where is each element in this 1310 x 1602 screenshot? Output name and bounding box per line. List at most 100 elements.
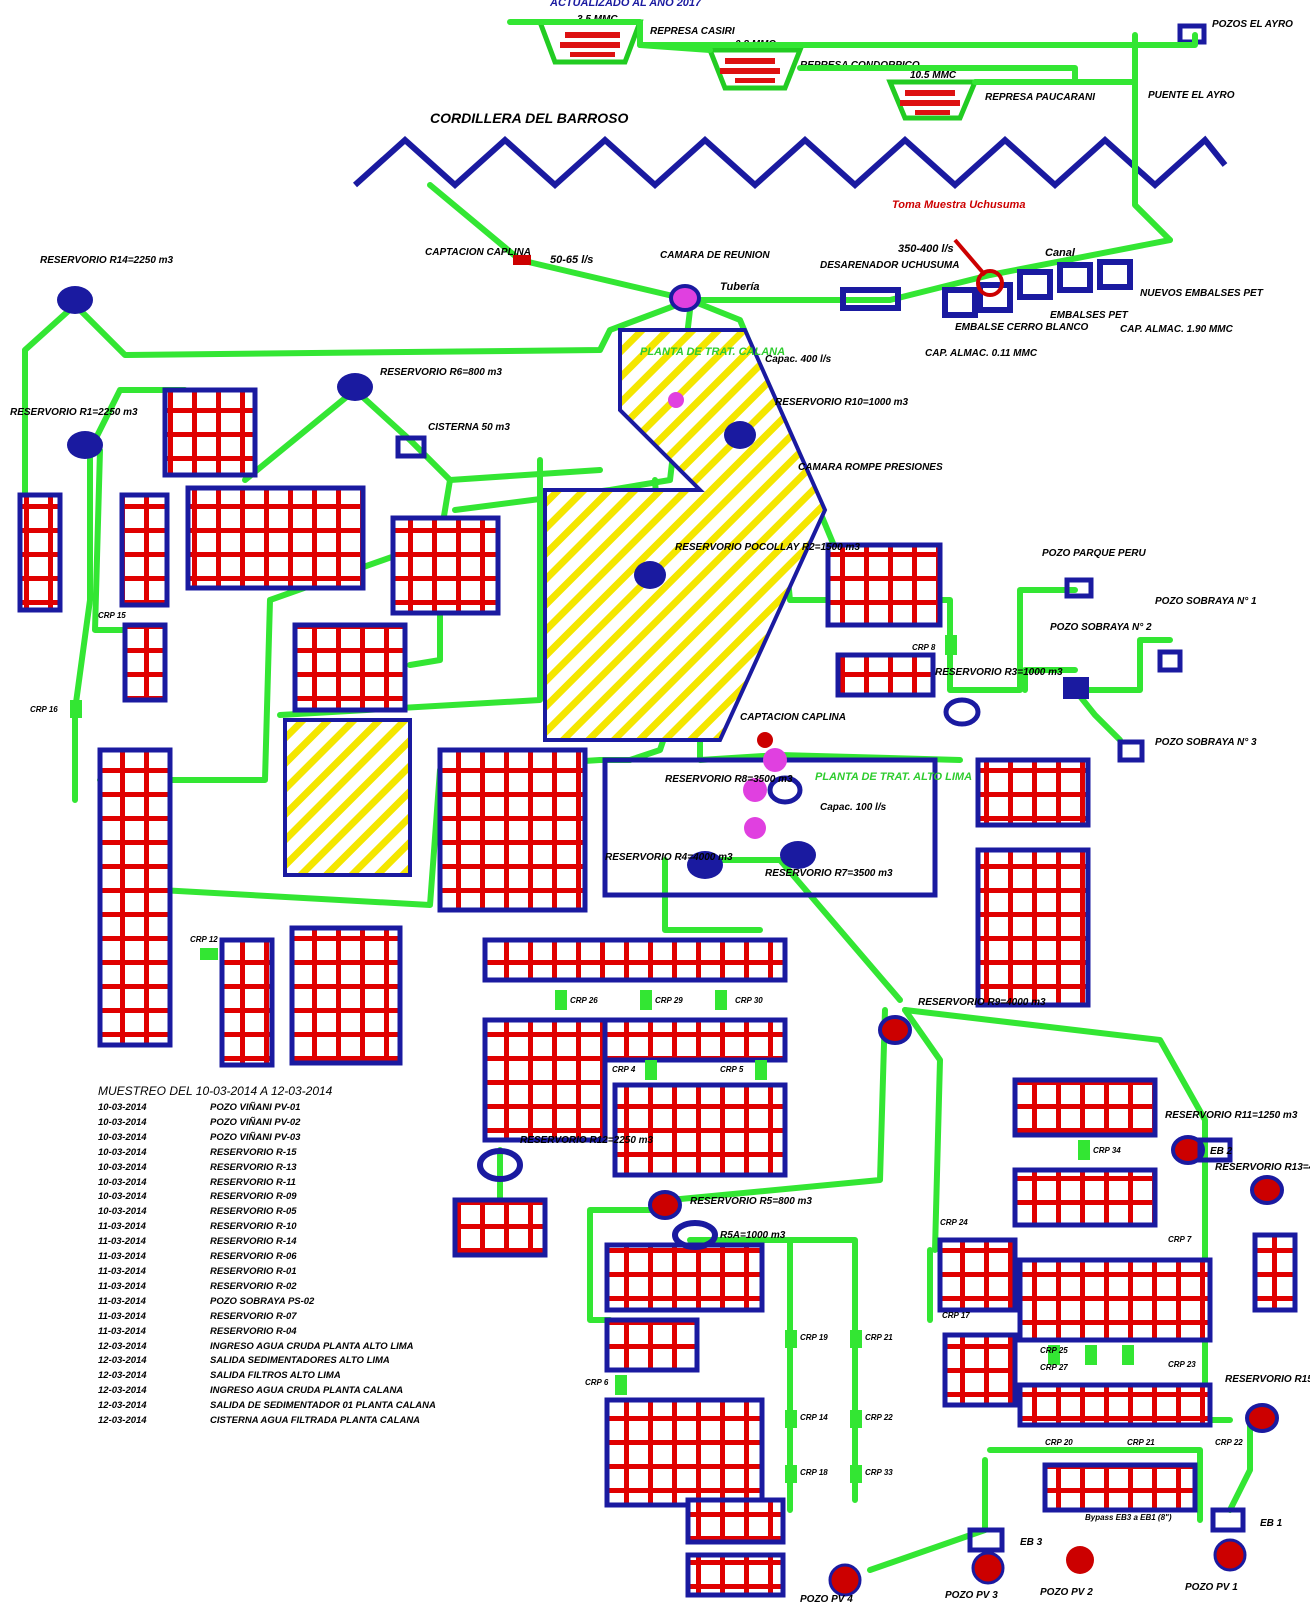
legend-point: CISTERNA AGUA FILTRADA PLANTA CALANA <box>210 1414 420 1429</box>
crp-22b-label: CRP 22 <box>1215 1438 1243 1447</box>
dam-condorpico <box>710 50 800 88</box>
legend-point: RESERVORIO R-05 <box>210 1205 297 1220</box>
caudal-caplina: 50-65 l/s <box>550 254 593 266</box>
legend-date: 12-03-2014 <box>98 1414 210 1429</box>
pozo-sobraya-2-marker <box>1063 677 1089 699</box>
legend-date: 12-03-2014 <box>98 1369 210 1384</box>
crp-14-label: CRP 14 <box>800 1413 828 1422</box>
puente-el-ayro-label: PUENTE EL AYRO <box>1148 90 1235 101</box>
legend-point: POZO VIÑANI PV-01 <box>210 1101 300 1116</box>
pozos-el-ayro-label: POZOS EL AYRO <box>1212 19 1293 30</box>
legend-row: 10-03-2014RESERVORIO R-05 <box>98 1205 518 1220</box>
legend-date: 10-03-2014 <box>98 1101 210 1116</box>
crp-23-label: CRP 23 <box>1168 1360 1196 1369</box>
crp-6-label: CRP 6 <box>585 1378 609 1387</box>
planta-alto-lima-capacity: Capac. 100 l/s <box>820 802 887 813</box>
reservoir-r4-label: RESERVORIO R4=4000 m3 <box>605 852 733 863</box>
reservoir-r8-label: RESERVORIO R8=3500 m3 <box>665 774 793 785</box>
legend-date: 10-03-2014 <box>98 1190 210 1205</box>
crp-17-label: CRP 17 <box>942 1311 970 1320</box>
legend-point: RESERVORIO R-10 <box>210 1220 297 1235</box>
pozo-pv2-marker <box>1066 1546 1094 1574</box>
dam-paucarani <box>890 82 975 118</box>
legend-point: POZO SOBRAYA PS-02 <box>210 1295 314 1310</box>
legend-date: 11-03-2014 <box>98 1220 210 1235</box>
eb3-label: EB 3 <box>1020 1537 1043 1548</box>
captacion-caplina-label: CAPTACION CAPLINA <box>425 247 531 258</box>
planta-calana-capacity: Capac. 400 l/s <box>765 354 832 365</box>
reservoir-r2-label: RESERVORIO POCOLLAY R2=1500 m3 <box>675 542 860 553</box>
planta-calana-label: PLANTA DE TRAT. CALANA <box>640 346 785 358</box>
desarenador-label: DESARENADOR UCHUSUMA <box>820 260 959 271</box>
pozo-pv2-label: POZO PV 2 <box>1040 1587 1093 1598</box>
reservoir-r12-label: RESERVORIO R12=2250 m3 <box>520 1135 654 1146</box>
crp-30-label: CRP 30 <box>735 996 763 1005</box>
pozo-pv4-label: POZO PV 4 <box>800 1594 853 1602</box>
crp-34-label: CRP 34 <box>1093 1146 1121 1155</box>
legend-date: 10-03-2014 <box>98 1161 210 1176</box>
legend-point: INGRESO AGUA CRUDA PLANTA CALANA <box>210 1384 403 1399</box>
nuevos-embalses-capacity: CAP. ALMAC. 1.90 MMC <box>1120 324 1234 335</box>
legend-date: 11-03-2014 <box>98 1250 210 1265</box>
legend-row: 12-03-2014SALIDA DE SEDIMENTADOR 01 PLAN… <box>98 1399 518 1414</box>
legend-date: 11-03-2014 <box>98 1235 210 1250</box>
crp-25-label: CRP 25 <box>1040 1346 1068 1355</box>
crp-21-label: CRP 21 <box>865 1333 893 1342</box>
eb1-label: EB 1 <box>1260 1518 1283 1529</box>
legend-date: 10-03-2014 <box>98 1205 210 1220</box>
crp-8-label: CRP 8 <box>912 643 936 652</box>
crp-33-label: CRP 33 <box>865 1468 893 1477</box>
legend-date: 11-03-2014 <box>98 1325 210 1340</box>
dam-paucarani-capacity: 10.5 MMC <box>910 70 957 81</box>
nuevos-embalses-label: NUEVOS EMBALSES PET <box>1140 288 1264 299</box>
crp-12-label: CRP 12 <box>190 935 218 944</box>
reservoir-r15-label: RESERVORIO R15=2250 m3 <box>1225 1374 1310 1385</box>
reservoir-r13-label: RESERVORIO R13=450 m3 <box>1215 1162 1310 1173</box>
camara-reunion-marker <box>671 286 699 310</box>
cisterna-label: CISTERNA 50 m3 <box>428 422 510 433</box>
legend-point: SALIDA DE SEDIMENTADOR 01 PLANTA CALANA <box>210 1399 436 1414</box>
bypass-label: Bypass EB3 a EB1 (8") <box>1085 1513 1172 1522</box>
legend-point: RESERVORIO R-01 <box>210 1265 297 1280</box>
pozo-pv4-marker <box>830 1565 860 1595</box>
legend-point: RESERVORIO R-14 <box>210 1235 297 1250</box>
legend-point: RESERVORIO R-09 <box>210 1190 297 1205</box>
crp-18-label: CRP 18 <box>800 1468 828 1477</box>
canal-label: Canal <box>1045 247 1076 259</box>
crp-19-label: CRP 19 <box>800 1333 828 1342</box>
pozo-sobraya-2-label: POZO SOBRAYA N° 2 <box>1050 622 1152 633</box>
pozo-sobraya-3-label: POZO SOBRAYA N° 3 <box>1155 737 1257 748</box>
pozo-sobraya-3-marker <box>1120 742 1142 760</box>
dam-casiri-name: REPRESA CASIRI <box>650 26 735 37</box>
sampling-legend: MUESTREO DEL 10-03-2014 A 12-03-2014 10-… <box>98 1084 518 1429</box>
crp-24-label: CRP 24 <box>940 1218 968 1227</box>
reservoir-r1-label: RESERVORIO R1=2250 m3 <box>10 407 138 418</box>
legend-date: 10-03-2014 <box>98 1116 210 1131</box>
pozo-pv1-label: POZO PV 1 <box>1185 1582 1238 1593</box>
crp-26-label: CRP 26 <box>570 996 598 1005</box>
crp-29-label: CRP 29 <box>655 996 683 1005</box>
eb2-label: EB 2 <box>1210 1146 1233 1157</box>
reservoir-r5-label: RESERVORIO R5=800 m3 <box>690 1196 812 1207</box>
camara-reunion-label: CAMARA DE REUNION <box>660 250 770 261</box>
legend-date: 10-03-2014 <box>98 1131 210 1146</box>
legend-point: POZO VIÑANI PV-03 <box>210 1131 300 1146</box>
legend-rows: 10-03-2014POZO VIÑANI PV-0110-03-2014POZ… <box>98 1101 518 1429</box>
legend-point: POZO VIÑANI PV-02 <box>210 1116 300 1131</box>
legend-date: 11-03-2014 <box>98 1295 210 1310</box>
cordillera-label: CORDILLERA DEL BARROSO <box>430 110 628 126</box>
legend-title: MUESTREO DEL 10-03-2014 A 12-03-2014 <box>98 1084 518 1098</box>
dam-casiri <box>540 22 640 62</box>
legend-point: SALIDA SEDIMENTADORES ALTO LIMA <box>210 1354 390 1369</box>
legend-date: 10-03-2014 <box>98 1176 210 1191</box>
crp-5-label: CRP 5 <box>720 1065 744 1074</box>
